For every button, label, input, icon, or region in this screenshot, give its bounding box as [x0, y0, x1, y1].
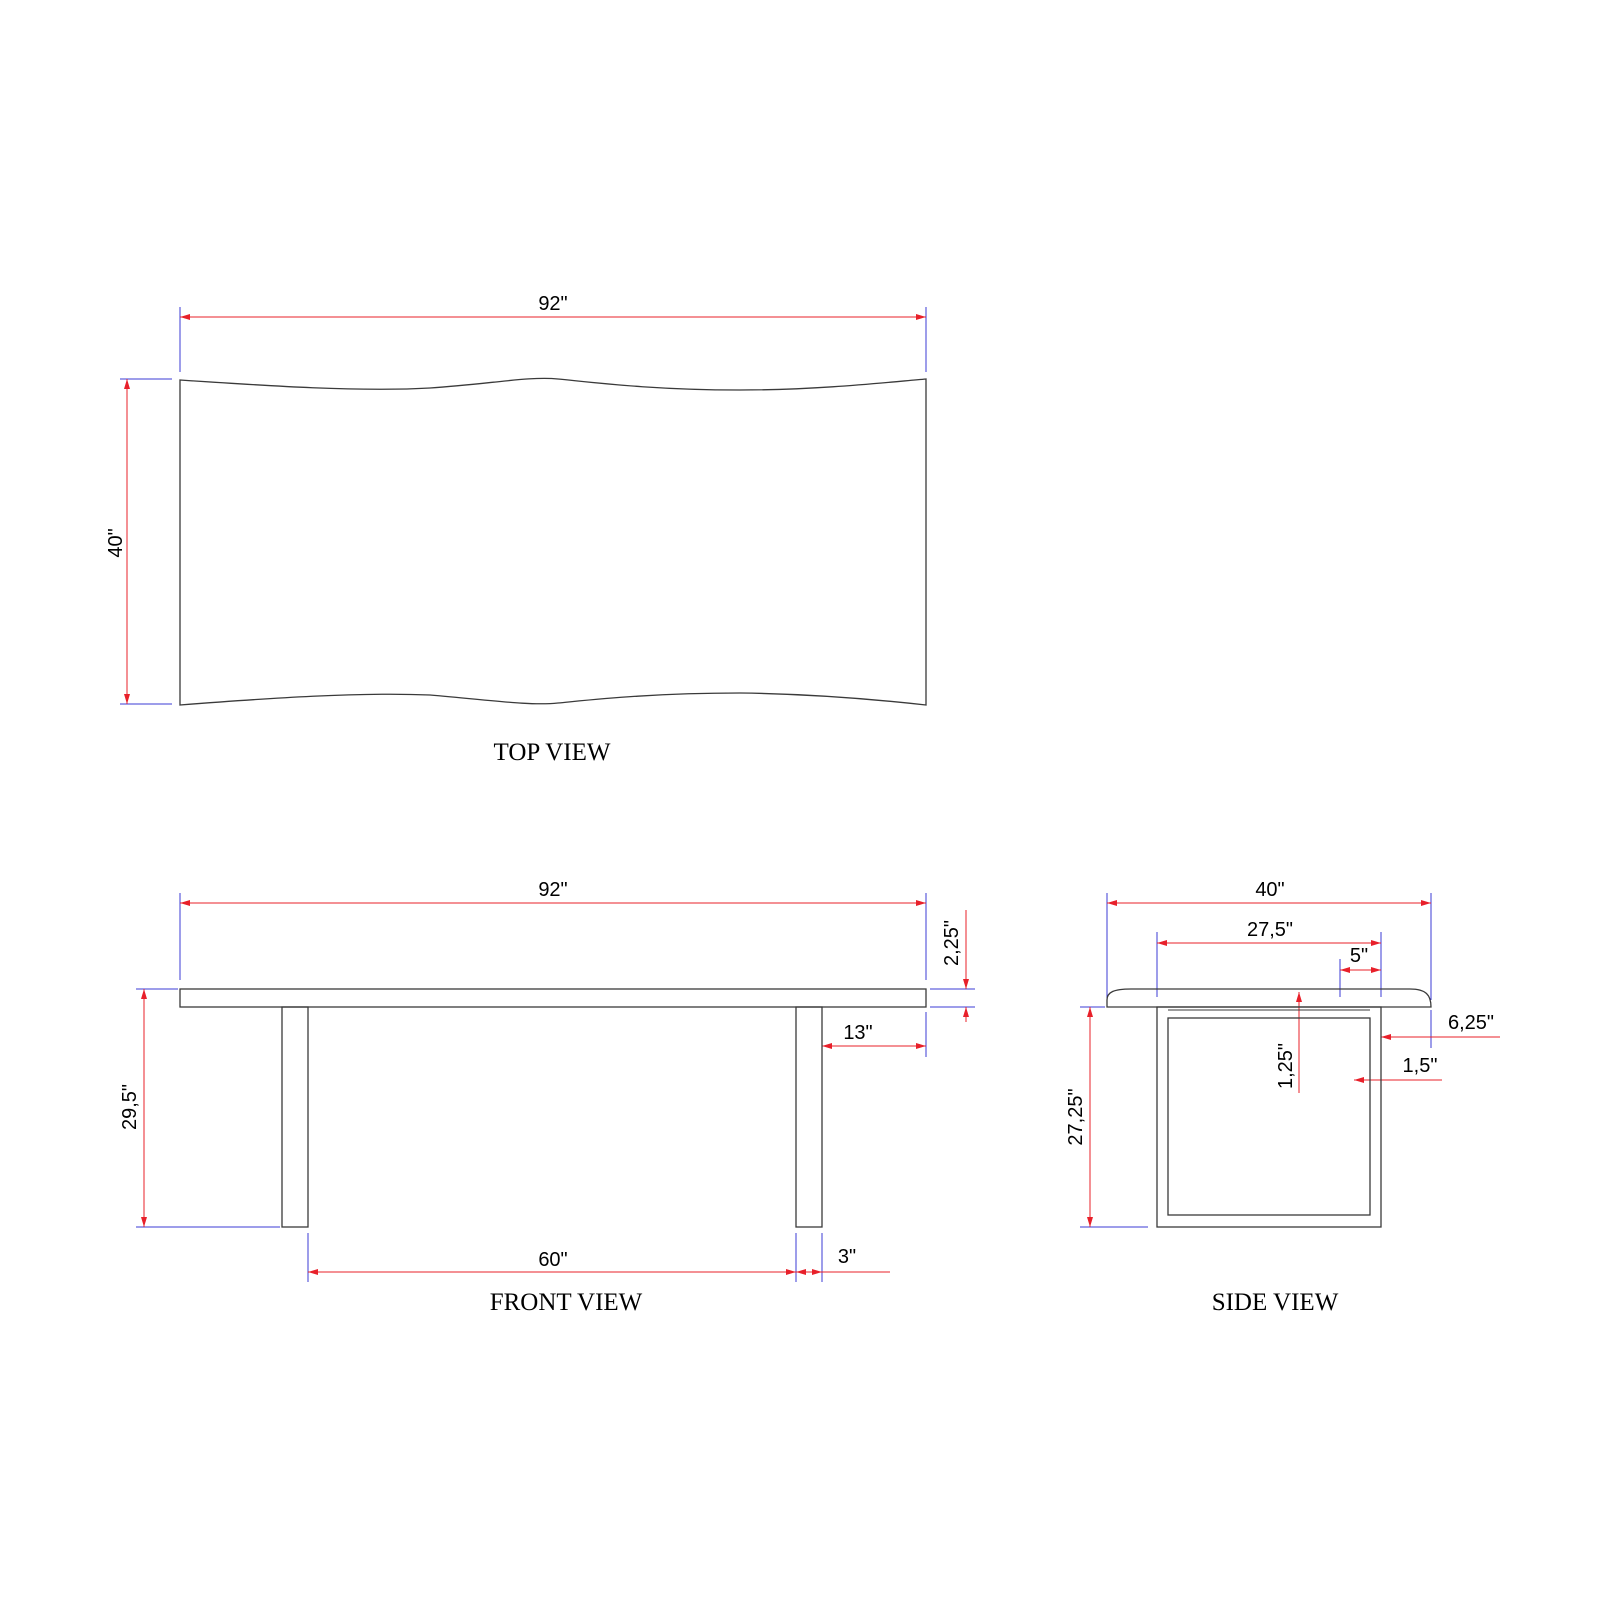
side-view: 40" 27,5" 5" 6,25" 1,25" 1,5" 27,25" SID… — [1065, 879, 1500, 1316]
side-view-rail-label: 5" — [1350, 945, 1368, 967]
side-view-frame-label: 1,5" — [1403, 1055, 1438, 1077]
side-view-width-label: 40" — [1255, 879, 1284, 901]
side-view-title: SIDE VIEW — [1212, 1289, 1339, 1316]
front-view-left-leg — [281, 1006, 309, 1228]
side-view-base-height-label: 27,25" — [1065, 1088, 1087, 1145]
front-view-right-leg — [795, 1006, 823, 1228]
front-view: 92" 2,25" 29,5" 13" 60" 3" FRONT VIEW — [119, 879, 975, 1316]
front-view-overhang-label: 13" — [843, 1022, 872, 1044]
top-view: 92" 40" TOP VIEW — [105, 293, 927, 766]
side-view-base-frame-outer — [1156, 1006, 1382, 1228]
top-view-extension-lines — [120, 307, 927, 705]
front-view-height-label: 29,5" — [119, 1084, 141, 1130]
front-view-title: FRONT VIEW — [490, 1289, 643, 1316]
top-view-table-outline — [179, 377, 927, 706]
front-view-extension-lines — [136, 893, 975, 1282]
front-view-leg-width-label: 3" — [838, 1246, 856, 1268]
side-view-apron-label: 1,25" — [1275, 1043, 1297, 1089]
side-view-tabletop — [1106, 988, 1432, 1008]
front-view-tabletop — [179, 988, 927, 1008]
side-view-base-width-label: 27,5" — [1247, 919, 1293, 941]
side-view-overhang-label: 6,25" — [1448, 1012, 1494, 1034]
front-view-leg-spacing-label: 60" — [538, 1249, 567, 1271]
front-view-thickness-label: 2,25" — [941, 920, 963, 966]
top-view-width-label: 40" — [105, 528, 127, 557]
top-view-title: TOP VIEW — [494, 739, 611, 766]
front-view-length-label: 92" — [538, 879, 567, 901]
side-view-base-frame-inner — [1167, 1017, 1371, 1216]
top-view-length-label: 92" — [538, 293, 567, 315]
